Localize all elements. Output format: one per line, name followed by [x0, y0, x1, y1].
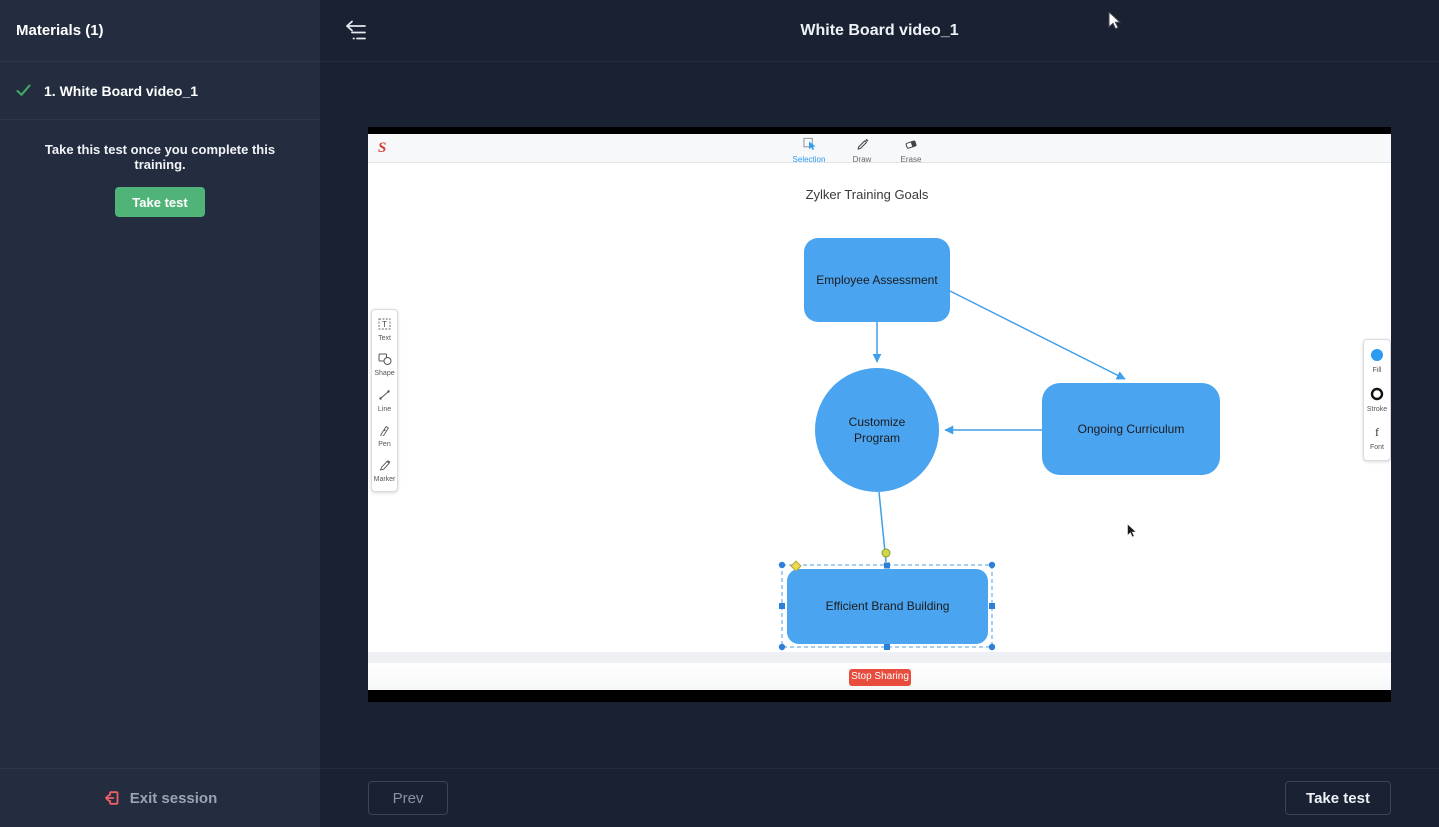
arrow-employee-to-ongoing	[949, 290, 1126, 380]
line-tool-label: Line	[377, 405, 392, 413]
pen-tool-label: Pen	[378, 440, 391, 448]
line-tool-icon	[379, 389, 390, 400]
svg-text:f: f	[1375, 425, 1379, 439]
video-strip	[368, 652, 1391, 663]
palette-item-fill: Fill	[1370, 348, 1384, 375]
selection-handle	[989, 603, 995, 609]
connector-endpoint	[881, 548, 891, 558]
shape-label: Ongoing Curriculum	[1077, 421, 1185, 436]
shape-label: Efficient Brand Building	[825, 599, 950, 614]
video-letterbox-top	[368, 127, 1391, 134]
exit-door-icon	[104, 791, 119, 805]
material-item-whiteboard-video[interactable]: 1. White Board video_1	[0, 62, 320, 120]
show-app-logo: S	[378, 140, 387, 156]
selection-handle	[988, 561, 996, 569]
presenter-mouse-cursor	[1127, 524, 1137, 538]
collapse-sidebar-icon	[346, 20, 366, 40]
stop-sharing-button: Stop Sharing	[849, 669, 911, 686]
exit-session-button[interactable]: Exit session	[0, 768, 320, 827]
video-letterbox-bottom	[368, 690, 1391, 702]
whiteboard-title: Zylker Training Goals	[805, 187, 929, 202]
selection-handle	[778, 561, 786, 569]
font-icon: f	[1375, 425, 1379, 439]
materials-sidebar: Materials (1) 1. White Board video_1 Tak…	[0, 0, 320, 768]
materials-header: Materials (1)	[0, 0, 320, 62]
collapse-sidebar-button[interactable]	[340, 19, 368, 43]
test-prompt-section: Take this test once you complete this tr…	[0, 120, 320, 217]
selection-tool-icon	[802, 137, 816, 150]
mouse-cursor	[1108, 12, 1121, 30]
palette-item-line: Line	[378, 388, 391, 414]
erase-tool-label: Erase	[900, 155, 922, 164]
selection-handle	[988, 643, 996, 651]
text-tool-label: Text	[378, 335, 391, 342]
draw-tool-icon	[857, 138, 868, 150]
shared-screen-video[interactable]: S Selection Draw	[368, 127, 1391, 702]
font-label: Font	[1369, 444, 1384, 451]
material-item-label: 1. White Board video_1	[44, 82, 199, 99]
stroke-color-icon	[1370, 387, 1384, 400]
take-test-button-sidebar[interactable]: Take test	[115, 187, 205, 217]
fill-label: Fill	[1372, 367, 1382, 374]
content-header: White Board video_1	[320, 0, 1439, 62]
completed-check-icon	[16, 84, 31, 96]
exit-session-label: Exit session	[129, 789, 218, 807]
shape-efficient-brand-building: Efficient Brand Building	[787, 569, 988, 644]
svg-text:T: T	[382, 320, 387, 329]
shape-employee-assessment: Employee Assessment	[804, 238, 950, 322]
marker-tool-label: Marker	[373, 476, 396, 483]
palette-item-marker: Marker	[373, 458, 396, 484]
palette-item-pen: Pen	[378, 423, 391, 449]
stroke-label: Stroke	[1366, 405, 1388, 413]
palette-item-stroke: Stroke	[1367, 387, 1387, 414]
erase-tool-icon	[905, 140, 917, 149]
pen-tool-icon	[380, 425, 389, 437]
fill-color-icon	[1371, 349, 1383, 361]
marker-tool-icon	[380, 460, 391, 471]
selection-handle	[779, 603, 785, 609]
whiteboard-insert-palette: T Text Shape Line	[371, 309, 398, 492]
shape-label: Customize Program	[848, 414, 906, 445]
palette-item-font: f Font	[1370, 425, 1384, 452]
text-tool-icon: T	[378, 318, 391, 330]
draw-tool-label: Draw	[852, 155, 872, 164]
test-prompt-text: Take this test once you complete this tr…	[44, 142, 276, 172]
selection-handle	[778, 643, 786, 651]
palette-item-shape: Shape	[374, 352, 395, 378]
palette-item-text: T Text	[378, 317, 391, 343]
selection-handle	[884, 644, 890, 650]
prev-button[interactable]: Prev	[368, 781, 448, 815]
shape-tool-label: Shape	[374, 370, 395, 378]
tool-selection: Selection	[786, 137, 832, 164]
shape-ongoing-curriculum: Ongoing Curriculum	[1042, 383, 1220, 475]
whiteboard-toolbar: S Selection Draw	[368, 134, 1391, 164]
connector-customize-to-efficient	[878, 491, 887, 563]
shape-label: Employee Assessment	[816, 272, 938, 287]
selection-handle	[884, 562, 890, 569]
take-test-button-footer[interactable]: Take test	[1285, 781, 1391, 815]
shape-tool-icon	[378, 353, 391, 366]
whiteboard-canvas: Zylker Training Goals Employee Assessmen…	[368, 163, 1391, 652]
whiteboard-style-palette: Fill Stroke f Font	[1363, 339, 1391, 461]
selection-tool-label: Selection	[792, 155, 826, 164]
shape-customize-program: Customize Program	[815, 368, 939, 492]
page-title: White Board video_1	[800, 22, 959, 39]
tool-erase: Erase	[888, 137, 934, 164]
tool-draw: Draw	[839, 137, 885, 164]
navigation-footer: Prev Take test	[320, 768, 1439, 827]
